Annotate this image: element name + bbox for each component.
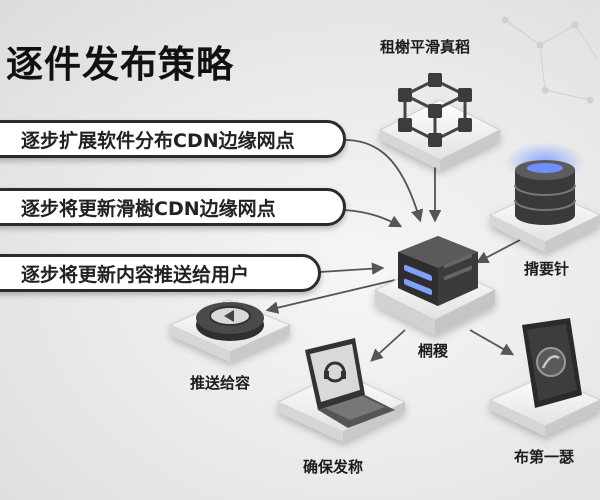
laptop-icon: [305, 338, 395, 428]
network-cube-icon: [398, 73, 472, 147]
arrow-server-to-router: [265, 279, 396, 314]
node-laptop-label: 确保发称: [303, 458, 364, 476]
strategy-pill-2[interactable]: 逐步将更新滑樹CDN边缘网点: [0, 188, 346, 226]
strategy-pill-1[interactable]: 逐步扩展软件分布CDN边缘网点: [0, 120, 346, 158]
server-icon: [398, 236, 478, 306]
arrow-database-to-server: [475, 239, 521, 264]
arrow-server-to-phone: [469, 329, 515, 356]
node-top-label: 租榭平滑真稻: [380, 38, 471, 56]
arrow-strategy1-to-server: [344, 139, 424, 223]
database-stack-icon: [505, 142, 585, 225]
background-network-decoration: [501, 16, 599, 104]
page-title: 逐件发布策略: [6, 43, 234, 86]
node-left-label: 推送给容: [190, 374, 251, 392]
node-center-label: 棢稷: [418, 342, 449, 360]
strategy-pill-3[interactable]: 逐步将更新内容推送给用户: [0, 254, 321, 292]
node-phone-label: 布第一瑟: [514, 448, 575, 466]
router-disc-icon: [196, 302, 264, 341]
arrow-strategy2-to-server: [344, 209, 403, 228]
node-top-network[interactable]: [378, 99, 502, 170]
connector-arrows: [265, 139, 521, 362]
arrow-strategy3-to-server: [319, 262, 385, 275]
arrow-server-to-laptop: [370, 329, 406, 362]
phone-app-icon: [522, 318, 582, 408]
node-right-label: 揹要针: [524, 260, 570, 278]
